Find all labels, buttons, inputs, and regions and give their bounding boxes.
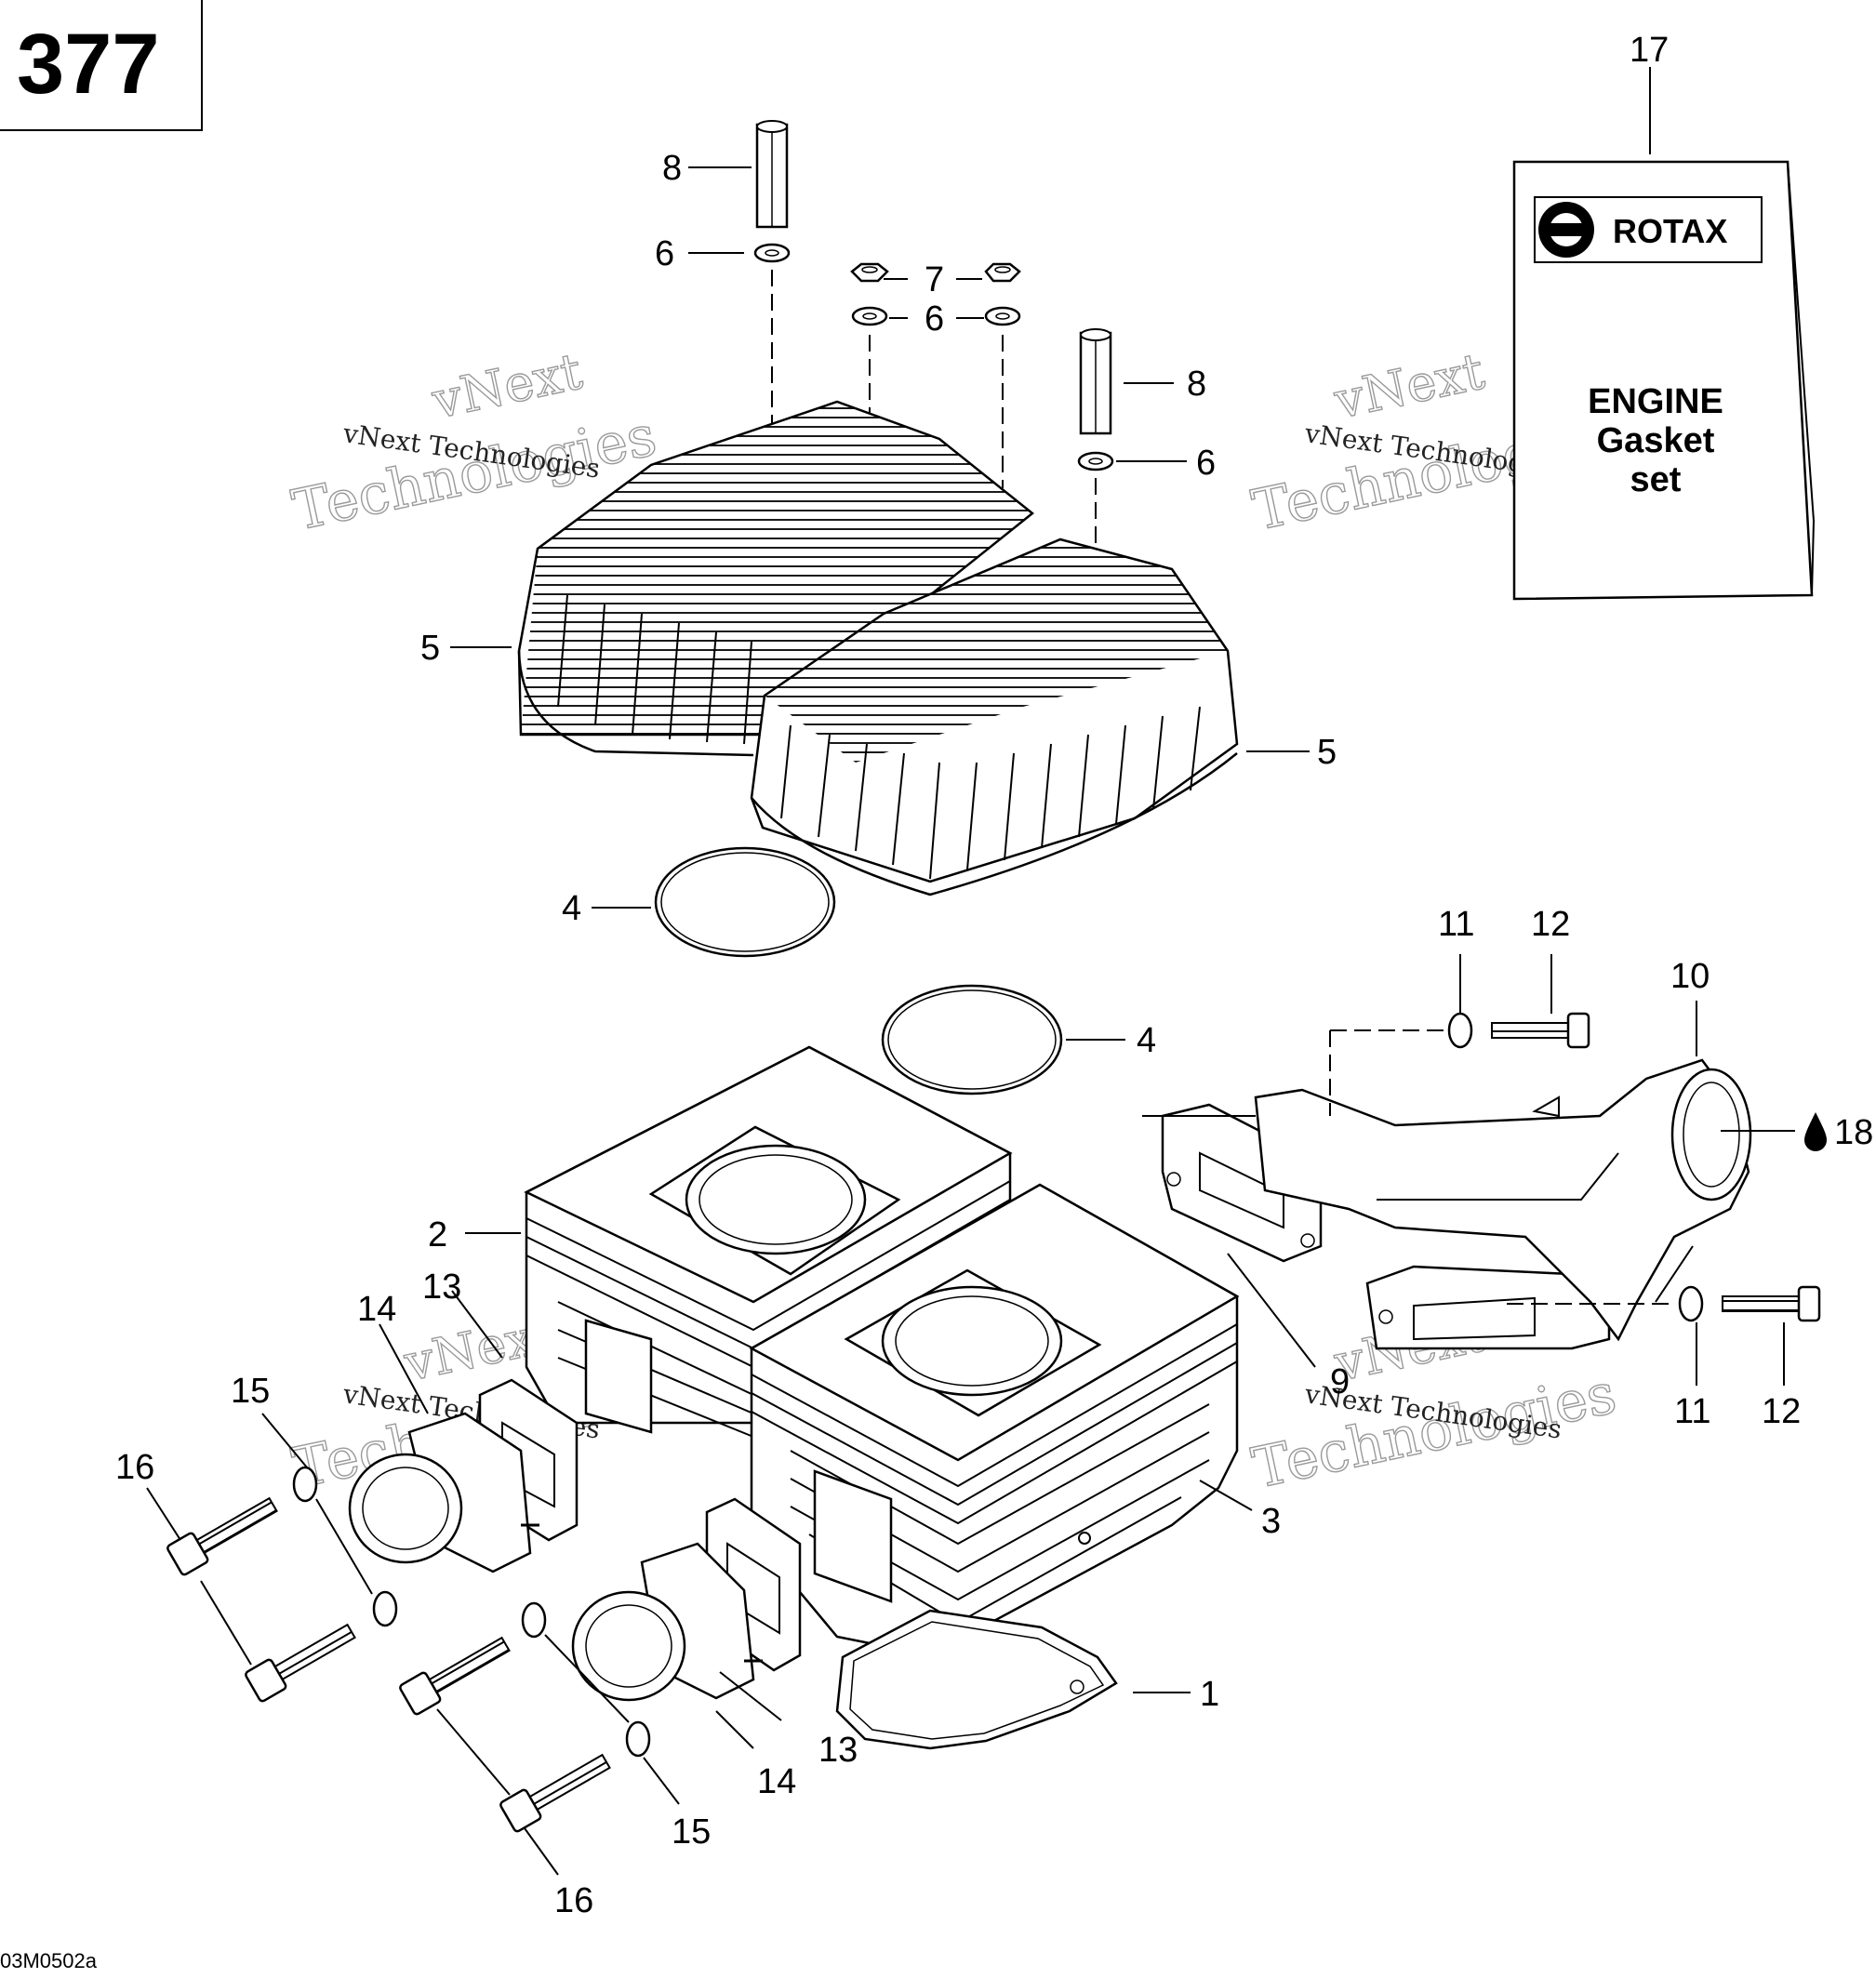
nut-right: [984, 262, 1021, 283]
callout-15-lower: 15: [672, 1812, 711, 1852]
drawing-code: 03M0502a: [0, 1949, 97, 1972]
callout-1: 1: [1200, 1675, 1219, 1714]
o-ring-lower: [881, 984, 1063, 1095]
callout-16-upper: 16: [115, 1448, 154, 1487]
washer-left-top: [753, 243, 791, 263]
washer-mid-left: [851, 306, 888, 326]
intake-assembly-lines: [200, 1498, 630, 1796]
callout-4-upper: 4: [562, 889, 581, 928]
callout-6-mid: 6: [925, 299, 944, 339]
callout-9: 9: [1330, 1362, 1350, 1401]
o-ring-upper: [654, 846, 836, 958]
callout-14-upper: 14: [357, 1290, 396, 1329]
cylinder-head-front: [750, 538, 1239, 896]
base-gasket: [835, 1609, 1118, 1750]
oil-drop-icon: [1804, 1112, 1827, 1151]
intake-port-front: [813, 1469, 893, 1603]
intake-bolts: [166, 1496, 611, 1833]
kit-brand: ROTAX: [1613, 212, 1727, 250]
spacer-nut-right: [1079, 328, 1112, 435]
callout-3: 3: [1261, 1502, 1281, 1541]
callout-6-lower: 6: [1196, 444, 1216, 483]
bombardier-gear-icon: [1538, 202, 1594, 258]
lock-washers: [292, 1466, 651, 1758]
callout-5-right: 5: [1317, 733, 1337, 772]
exhaust-manifold: [1254, 1058, 1752, 1342]
callout-11-lower: 11: [1674, 1392, 1710, 1431]
manifold-bolt-top: [1447, 1012, 1590, 1049]
page-number: 377: [17, 17, 160, 112]
cylinder-front: [749, 1183, 1240, 1657]
manifold-bolt-bottom: [1678, 1285, 1821, 1322]
svg-text:vNext: vNext: [1329, 341, 1490, 431]
intake-socket-front: [571, 1542, 763, 1702]
callout-8-upper: 8: [662, 149, 682, 188]
callout-12-lower: 12: [1762, 1392, 1801, 1431]
washer-right: [1077, 451, 1114, 471]
callout-8-lower: 8: [1187, 365, 1206, 404]
kit-title-line3: set: [1630, 460, 1682, 499]
callout-13-lower: 13: [818, 1731, 858, 1770]
svg-text:Technologies: Technologies: [1247, 1361, 1622, 1502]
callout-2: 2: [428, 1215, 447, 1255]
cylinder-head-rear: [517, 400, 1035, 757]
callout-18: 18: [1834, 1113, 1873, 1152]
callout-6-upper: 6: [655, 234, 674, 273]
callout-4-lower: 4: [1137, 1021, 1156, 1060]
callout-10: 10: [1670, 957, 1710, 996]
nut-left: [850, 262, 889, 283]
callout-17: 17: [1630, 31, 1669, 70]
callout-13-upper: 13: [422, 1268, 461, 1307]
callout-7: 7: [925, 260, 944, 299]
gasket-kit-package: ROTAX ENGINE Gasket set: [1512, 160, 1816, 601]
callout-leader-lines: [146, 67, 1795, 1876]
callout-16-lower: 16: [554, 1881, 593, 1920]
callout-14-lower: 14: [757, 1762, 796, 1801]
cylinder-rear: [524, 1045, 1013, 1438]
callout-15-upper: 15: [231, 1372, 270, 1411]
kit-title-line2: Gasket: [1597, 421, 1715, 460]
callout-12-upper: 12: [1531, 905, 1570, 944]
spacer-nut-left: [755, 120, 789, 229]
intake-port-rear: [584, 1319, 653, 1434]
callout-11-upper: 11: [1438, 905, 1474, 944]
intake-socket-rear: [348, 1412, 539, 1573]
page-number-box: 377: [0, 0, 203, 131]
callout-5-left: 5: [420, 629, 440, 668]
svg-text:vNext: vNext: [427, 341, 588, 431]
kit-title-line1: ENGINE: [1588, 382, 1723, 421]
washer-mid-right: [984, 306, 1021, 326]
